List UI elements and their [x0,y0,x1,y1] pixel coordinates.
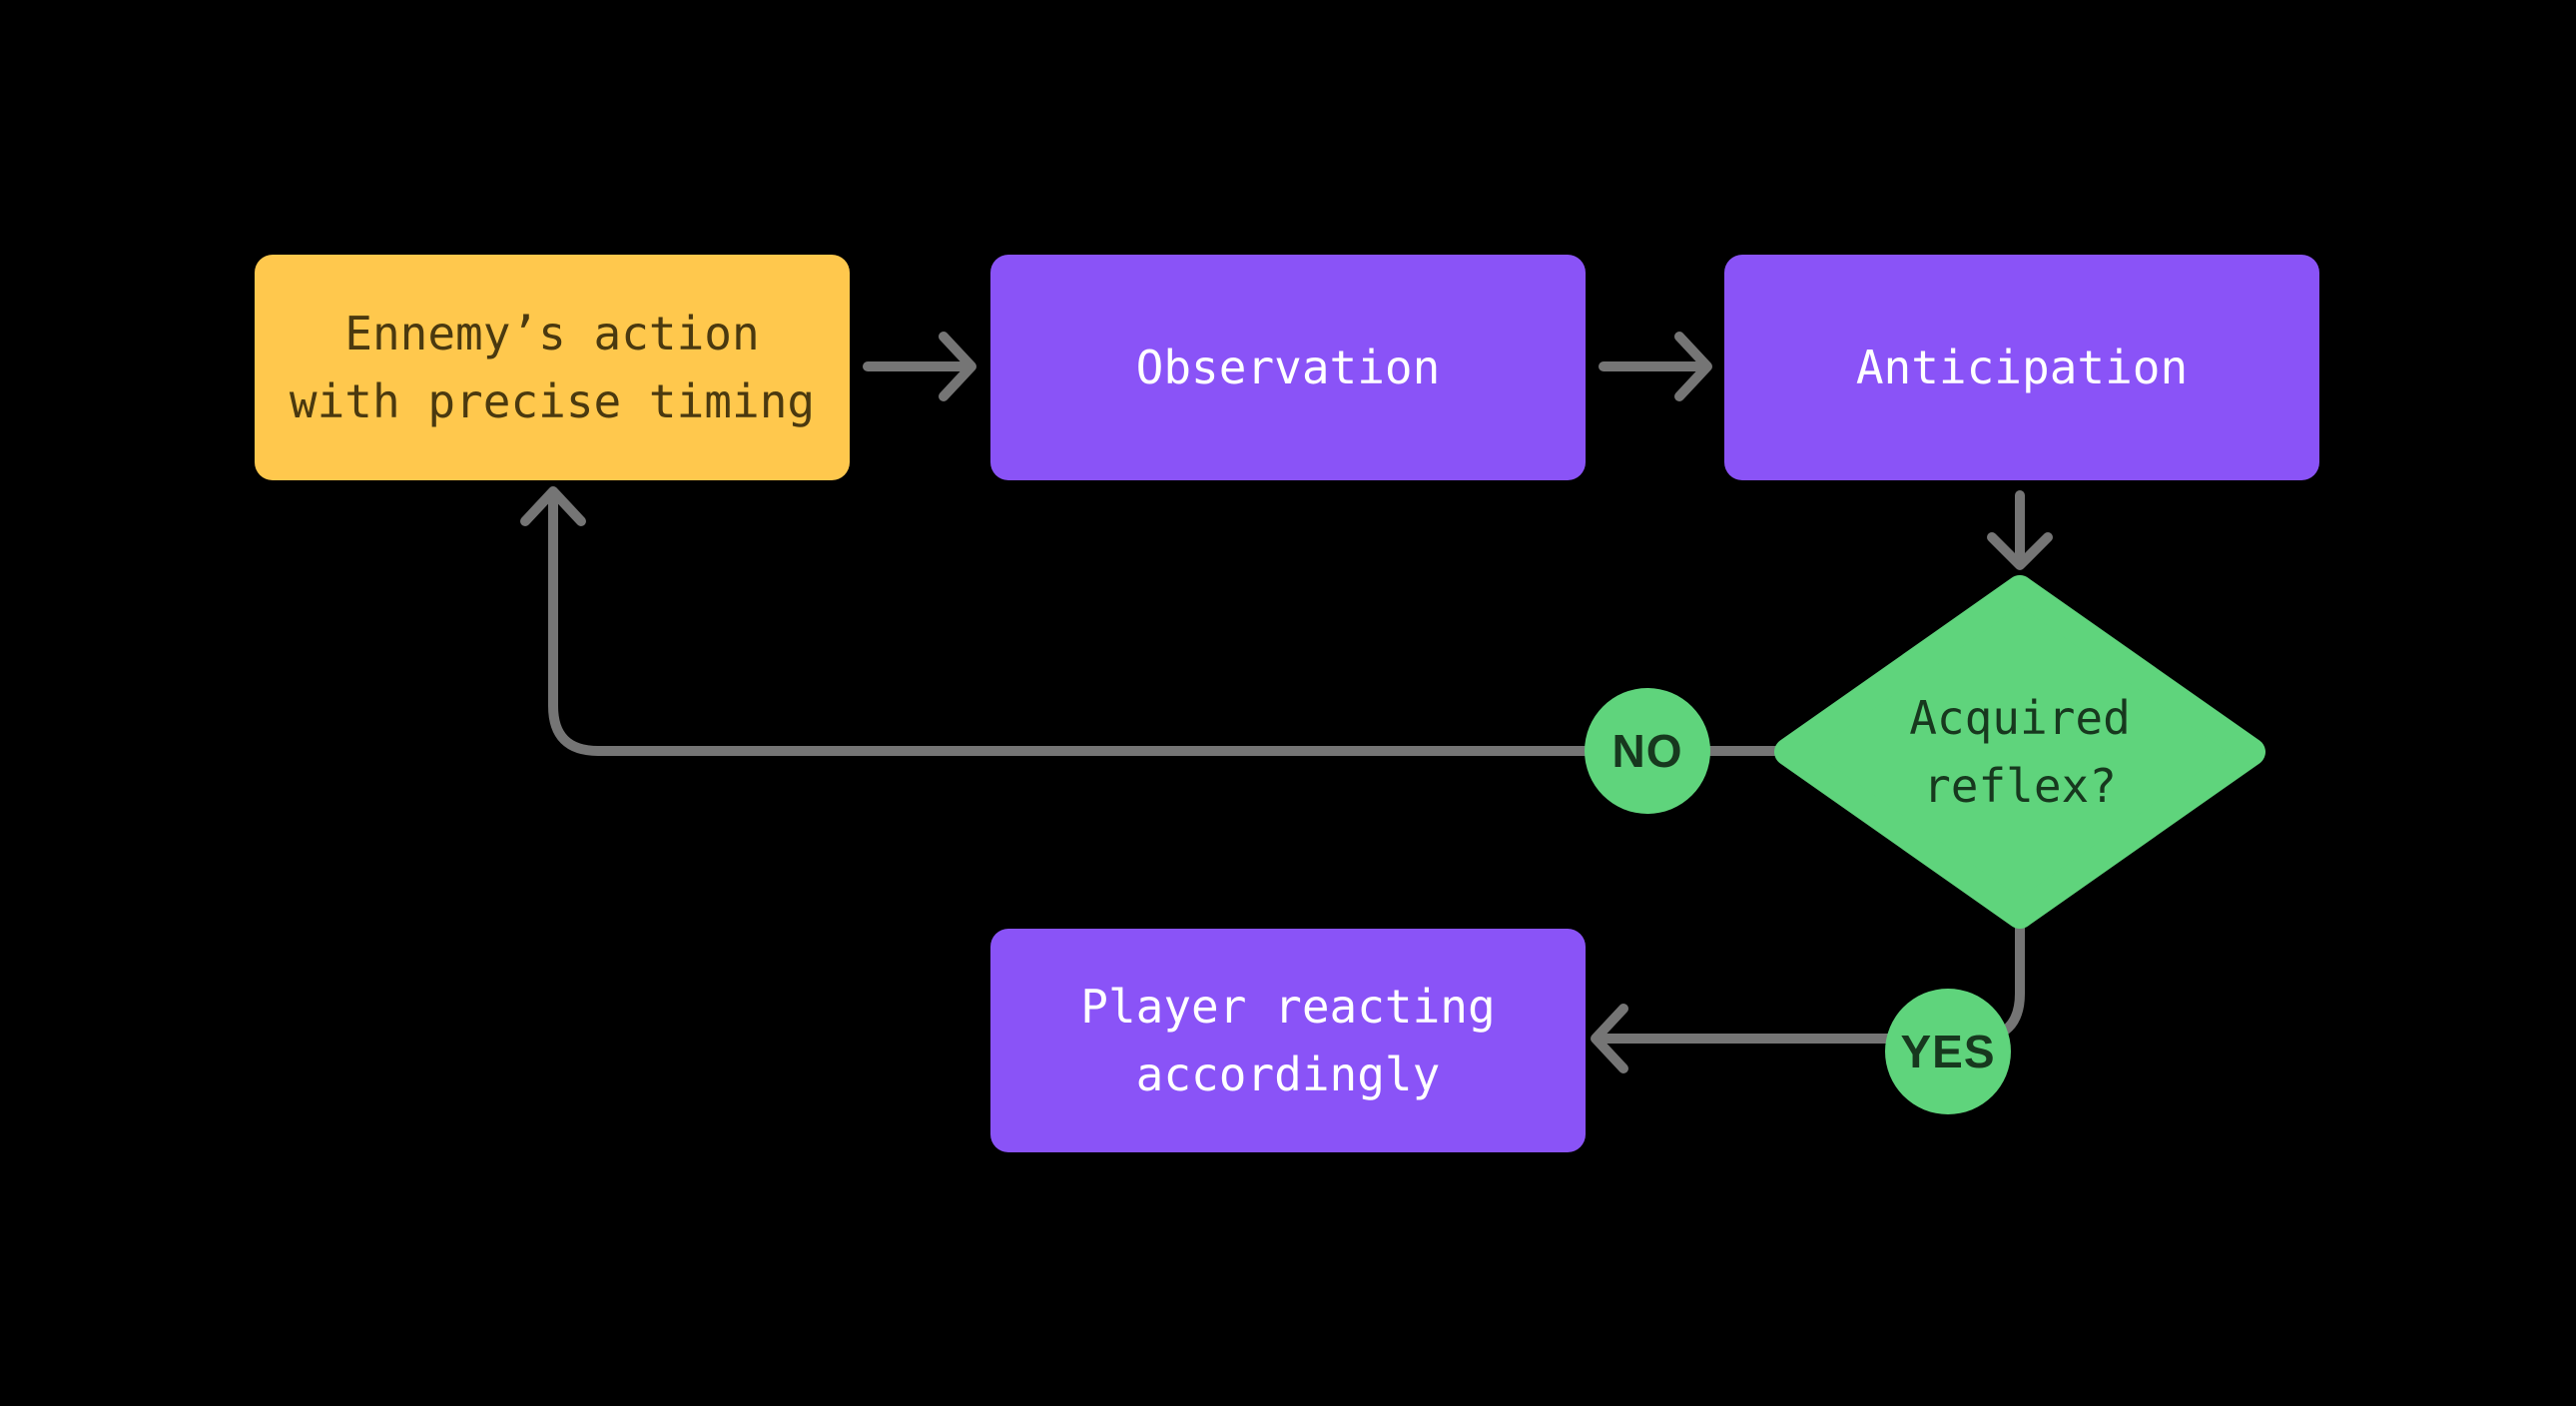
player-reaction-label-line1: Player reacting [1080,980,1496,1034]
enemy-action-label-line1: Ennemy’s action [344,307,760,360]
player-reaction-label-line2: accordingly [1135,1048,1441,1101]
decision-diamond-shape [1774,575,2265,929]
decision-diamond-label: Acquired reflex? [1774,576,2265,928]
player-reaction-node: Player reacting accordingly [990,929,1586,1152]
no-badge-label: NO [1611,725,1683,777]
yes-badge: YES [1885,989,2011,1114]
no-badge: NO [1585,688,1710,814]
observation-label: Observation [1135,341,1441,394]
arrow-no-loop-to-enemy [520,486,1792,756]
arrow-anticipation-to-decision [1987,490,2053,570]
decision-label-line2: reflex? [1923,759,2117,813]
enemy-action-label-line2: with precise timing [289,374,816,428]
enemy-action-node: Ennemy’s action with precise timing [255,255,850,480]
arrow-enemy-to-observation [863,332,976,401]
arrow-observation-to-anticipation [1599,332,1712,401]
anticipation-node: Anticipation [1724,255,2319,480]
observation-node: Observation [990,255,1586,480]
yes-badge-label: YES [1900,1026,1996,1077]
decision-label-line1: Acquired [1909,691,2131,745]
anticipation-label: Anticipation [1855,341,2189,394]
